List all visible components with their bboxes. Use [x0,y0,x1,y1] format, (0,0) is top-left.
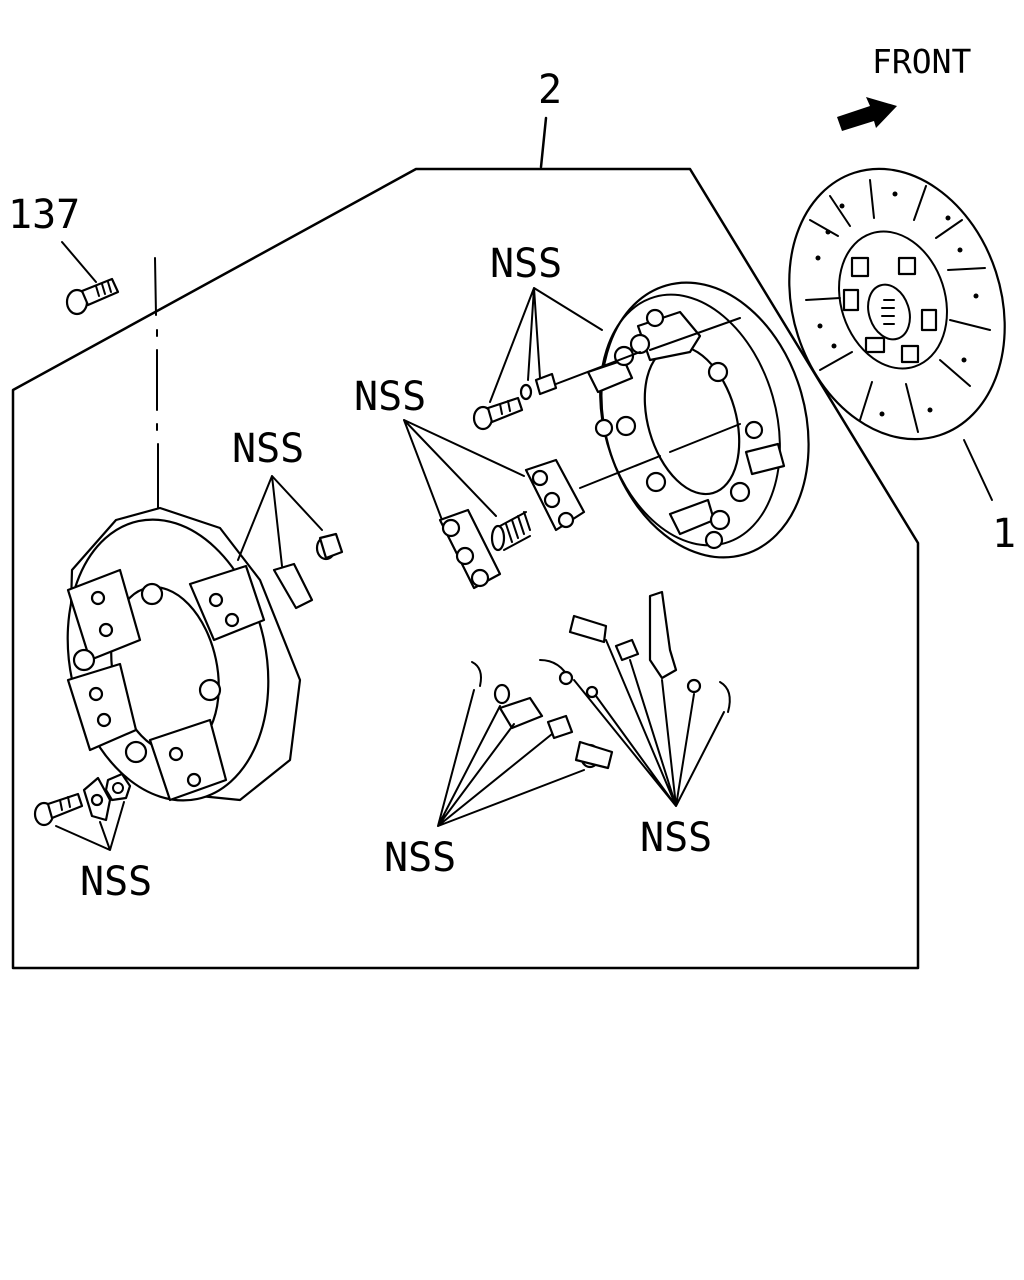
hex-bolt-lower-left [33,792,84,827]
hole-lock-plate [90,793,104,807]
arrow-right-icon [837,97,897,131]
nss-label-middle: NSS [354,374,426,420]
rivet-nut [315,532,344,561]
nut-lower-left [104,772,132,802]
nss-label-upper: NSS [490,241,562,287]
front-label: FRONT [872,42,971,81]
clutch-cover [66,506,302,802]
bolt-center-line [154,257,159,521]
upper-center-line [555,317,741,385]
lower-middle-parts [471,661,614,770]
assembly-outline [11,167,920,970]
nss-label-lower-right: NSS [640,815,712,861]
item-1-leader [963,439,993,501]
flange-bolt-137 [65,277,120,316]
lever-plate-rear [524,458,586,532]
item-2-label: 2 [538,67,562,113]
washer-upper [519,383,533,401]
nss-middle-leaders [403,419,525,521]
lower-right-parts [539,590,731,713]
hex-bolt-upper [472,396,524,431]
nss-lower-left-leaders [55,801,125,851]
nss-label-left-upper: NSS [232,426,304,472]
nss-label-lower-left: NSS [80,859,152,905]
coil-spring [490,511,531,552]
strap-clip [272,562,314,610]
item-137-label: 137 [8,192,80,238]
nss-label-lower-middle: NSS [384,835,456,881]
nss-lower-middle-leaders [437,689,585,827]
nss-upper-leaders [489,287,603,403]
clip-upper [534,372,558,396]
clutch-disc [788,167,1006,441]
item-2-leader [539,116,548,169]
item-1-label: 1 [992,511,1016,557]
lever-plate-front [438,508,502,590]
nss-left-upper-leaders [237,475,323,567]
middle-center-line [579,423,741,489]
pressure-plate [586,281,810,559]
nss-lower-right-leaders [573,639,725,807]
item-137-leader [61,241,97,283]
